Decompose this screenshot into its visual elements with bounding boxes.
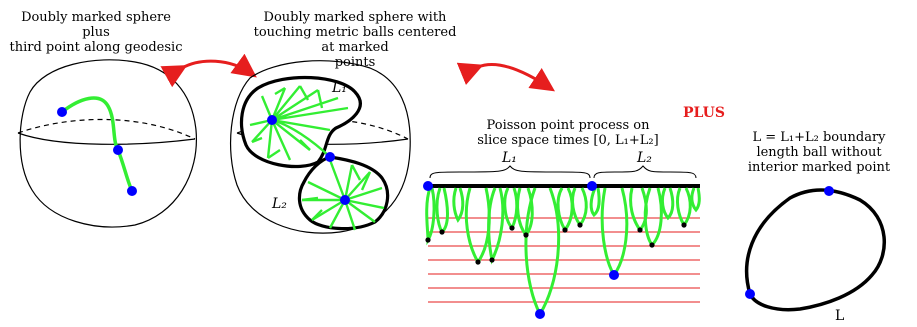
marked-point-top [57,107,67,117]
pinch-points [425,222,687,265]
equator-front [17,132,196,145]
label-L-loop: L [835,308,845,324]
geodesic [60,96,134,192]
brace-L2 [593,165,697,179]
boundary-point-left [423,181,433,191]
sphere-geodesic-panel [17,59,198,228]
caption-panel4-text: L = L₁+L₂ boundary length ball without i… [747,130,891,175]
marked-point-center-L2 [340,195,350,205]
label-L2-brace: L₂ [637,150,652,166]
ball-L1-tree [249,85,349,161]
brace-L1 [429,165,591,179]
boundary-loop [745,188,886,312]
label-L1-ball: L₁ [332,80,347,96]
boundary-point-middle [587,181,597,191]
plus-label: PLUS [683,105,725,121]
caption-panel3: Poisson point process on slice space tim… [468,118,668,148]
slice-loops [425,187,701,318]
caption-panel2-text: Doubly marked sphere with touching metri… [253,10,457,70]
marked-point-center-L1 [267,115,277,125]
caption-panel1: Doubly marked sphere plus third point al… [8,10,184,55]
boundary-ball-panel [745,186,886,312]
caption-panel4: L = L₁+L₂ boundary length ball without i… [730,130,908,175]
poisson-panel [423,165,701,319]
equator-back [17,118,196,140]
caption-panel1-text: Doubly marked sphere plus third point al… [9,10,183,55]
sphere-outline [19,59,198,228]
touch-point [325,152,335,162]
caption-panel3-text: Poisson point process on slice space tim… [477,118,659,148]
sphere-balls-panel [229,60,411,234]
caption-panel2: Doubly marked sphere with touching metri… [246,10,464,70]
sphere-outline-2 [229,60,411,234]
third-point [113,145,123,155]
boundary-point-left-2 [745,289,755,299]
loop-point-right [609,270,619,280]
double-arrow-1 [160,53,257,88]
boundary-point-top [824,186,834,196]
ball-L2-tree [301,159,385,231]
loop-point-bottom [535,309,545,319]
label-L1-brace: L₁ [502,150,517,166]
double-arrow-2 [456,62,555,92]
label-L2-ball: L₂ [272,196,287,212]
marked-point-bottom [127,186,137,196]
